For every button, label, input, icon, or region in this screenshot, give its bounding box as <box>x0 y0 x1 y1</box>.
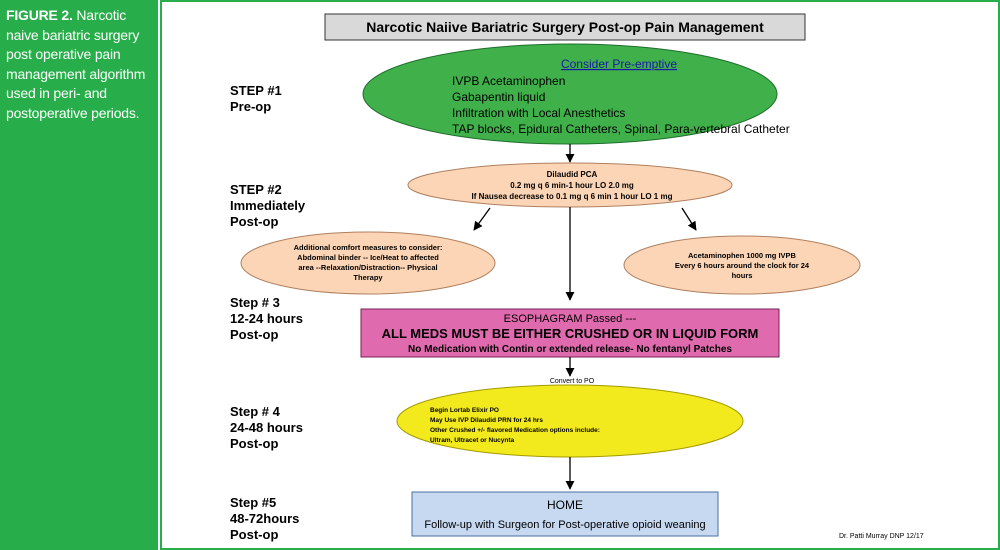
home-title: HOME <box>547 498 583 512</box>
step-4-label: Step # 4 24-48 hours Post-op <box>230 404 307 451</box>
oral-meds-line: Ultram, Ultracet or Nucynta <box>430 437 515 444</box>
title-box <box>324 13 806 41</box>
home-followup: Follow-up with Surgeon for Post-operativ… <box>424 519 705 531</box>
pca-line: If Nausea decrease to 0.1 mg q 6 min 1 h… <box>472 192 673 201</box>
esophagram-requirement: ALL MEDS MUST BE EITHER CRUSHED OR IN LI… <box>382 326 759 341</box>
figure-label: FIGURE 2. <box>6 7 73 23</box>
caption-sidebar: FIGURE 2. Narcotic naive bariatric surge… <box>0 0 158 550</box>
acetaminophen-line: hours <box>732 271 753 280</box>
comfort-line: Abdominal binder -- Ice/Heat to affected <box>297 253 439 262</box>
figure-caption: FIGURE 2. Narcotic naive bariatric surge… <box>6 6 154 123</box>
pca-line: Dilaudid PCA <box>547 170 598 179</box>
figure-caption-text: Narcotic naive bariatric surgery post op… <box>6 7 146 121</box>
comfort-line: Additional comfort measures to consider: <box>294 243 443 252</box>
connector-arrow <box>473 207 491 231</box>
oral-meds-line: Other Crushed +/- flavored Medication op… <box>430 427 600 434</box>
convert-to-po-label: Convert to PO <box>550 378 595 385</box>
comfort-line: Therapy <box>353 273 383 282</box>
preop-item: Gabapentin liquid <box>452 90 545 104</box>
author-credit: Dr. Patti Murray DNP 12/17 <box>839 533 924 540</box>
step-5-label: Step #5 48-72hours Post-op <box>230 495 303 542</box>
home-box <box>411 491 719 537</box>
preop-heading: Consider Pre-emptive <box>561 57 677 71</box>
diagram-panel: Narcotic Naiive Bariatric Surgery Post-o… <box>160 0 1000 550</box>
acetaminophen-line: Acetaminophen 1000 mg IVPB <box>688 251 797 260</box>
connector-arrow <box>681 207 697 231</box>
step-1-label: STEP #1 Pre-op <box>230 83 285 114</box>
step-3-label: Step # 3 12-24 hours Post-op <box>230 295 307 342</box>
pain-management-flowchart: Narcotic Naiive Bariatric Surgery Post-o… <box>230 13 924 542</box>
esophagram-passed: ESOPHAGRAM Passed --- <box>504 313 637 325</box>
comfort-node <box>240 231 496 295</box>
preop-item: IVPB Acetaminophen <box>452 74 565 88</box>
acetaminophen-line: Every 6 hours around the clock for 24 <box>675 261 810 270</box>
esophagram-box <box>360 308 780 358</box>
oral-meds-line: Begin Lortab Elixir PO <box>430 407 499 414</box>
esophagram-restriction: No Medication with Contin or extended re… <box>408 344 732 355</box>
step-2-label: STEP #2 Immediately Post-op <box>230 182 309 229</box>
oral-meds-line: May Use IVP Dilaudid PRN for 24 hrs <box>430 417 543 424</box>
acetaminophen-node <box>623 235 861 295</box>
preop-item: Infiltration with Local Anesthetics <box>452 106 625 120</box>
preop-item: TAP blocks, Epidural Catheters, Spinal, … <box>452 122 790 136</box>
comfort-line: area --Relaxation/Distraction-- Physical <box>298 263 437 272</box>
diagram-title: Narcotic Naiive Bariatric Surgery Post-o… <box>366 19 764 35</box>
pca-line: 0.2 mg q 6 min-1 hour LO 2.0 mg <box>510 181 634 190</box>
